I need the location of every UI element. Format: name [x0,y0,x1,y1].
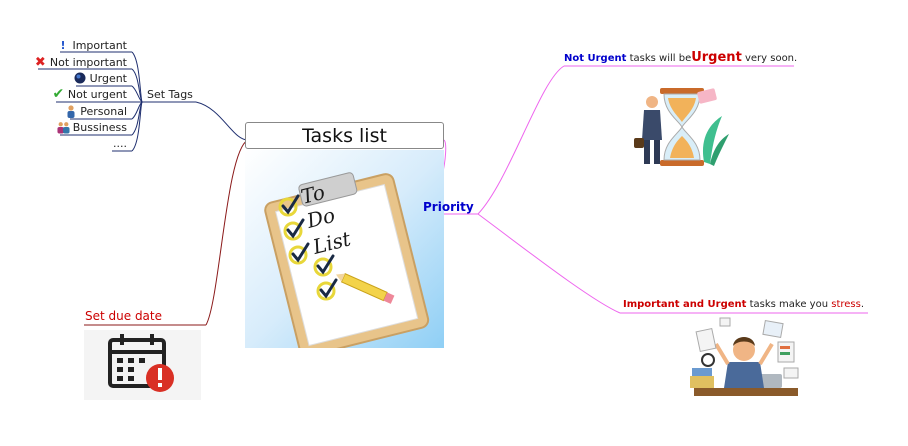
tag-item-not-important[interactable]: ✖ Not important [34,54,127,70]
checkmark-icon: ✔ [52,86,65,102]
tag-label: Not important [49,55,127,69]
not-urgent-note-emph: Urgent [691,50,742,65]
tag-label: Bussiness [72,120,127,134]
important-urgent-note[interactable]: Important and Urgent tasks make you stre… [623,299,864,310]
tag-label: Important [72,38,127,52]
not-urgent-note[interactable]: Not Urgent tasks will beUrgent very soon… [564,50,797,65]
calendar-alert-icon [84,330,201,400]
cross-icon: ✖ [34,54,46,70]
tag-item-urgent[interactable]: Urgent [74,70,127,86]
tag-item-business[interactable]: Bussiness [57,119,127,135]
tag-item-not-urgent[interactable]: ✔ Not urgent [52,86,127,102]
person-icon [64,104,77,118]
not-urgent-note-middle: tasks will be [626,53,692,64]
important-urgent-note-emph: stress [828,299,861,310]
tag-label: Urgent [89,71,127,85]
tag-label: Personal [80,104,127,118]
tag-label: Not urgent [67,87,127,101]
central-topic[interactable]: Tasks list To Do [245,122,444,348]
important-urgent-note-lead: Important and Urgent [623,299,747,310]
todo-text-to: To [298,180,327,209]
tag-item-more[interactable]: .... [113,135,127,151]
priority-label[interactable]: Priority [423,200,474,214]
hourglass-businessman-illustration [634,88,729,166]
important-urgent-note-tail: . [860,299,865,310]
clipboard-todo-image: To Do List [245,150,444,348]
set-tags-label[interactable]: Set Tags [147,88,193,101]
stressed-worker-illustration [690,317,799,396]
not-urgent-note-lead: Not Urgent [564,53,627,64]
not-urgent-note-tail: very soon. [741,53,798,64]
exclamation-icon: ! [60,38,66,52]
tag-item-personal[interactable]: Personal [64,103,127,119]
people-icon [57,121,70,134]
tag-label: .... [113,136,127,150]
set-due-date-label[interactable]: Set due date [85,309,162,323]
globe-icon [74,72,87,85]
central-topic-title: Tasks list [245,122,444,149]
tag-item-important[interactable]: ! Important [56,37,127,53]
important-urgent-note-middle: tasks make you [746,299,829,310]
